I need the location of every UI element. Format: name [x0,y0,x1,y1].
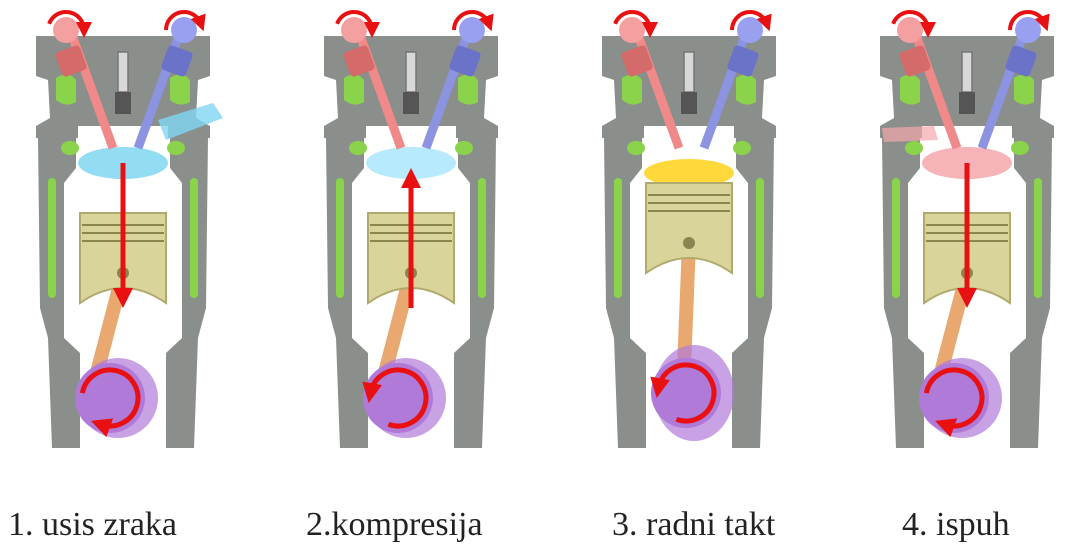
caption-intake: 1. usis zraka [8,505,248,545]
crankshaft [651,345,734,441]
caption-exhaust: 4. ispuh [902,505,1067,545]
caption-power: 3. radni takt [612,505,852,545]
spark-plug [959,52,975,114]
spark-plug [115,52,131,114]
caption-compression: 2.kompresija [306,505,546,545]
engine-exhaust [862,8,1067,468]
engine-power [584,8,794,468]
engine-intake [18,8,228,468]
engine-compression [306,8,516,468]
spark-plug [403,52,419,114]
spark-plug [681,52,697,114]
chamber-gas [366,147,456,179]
